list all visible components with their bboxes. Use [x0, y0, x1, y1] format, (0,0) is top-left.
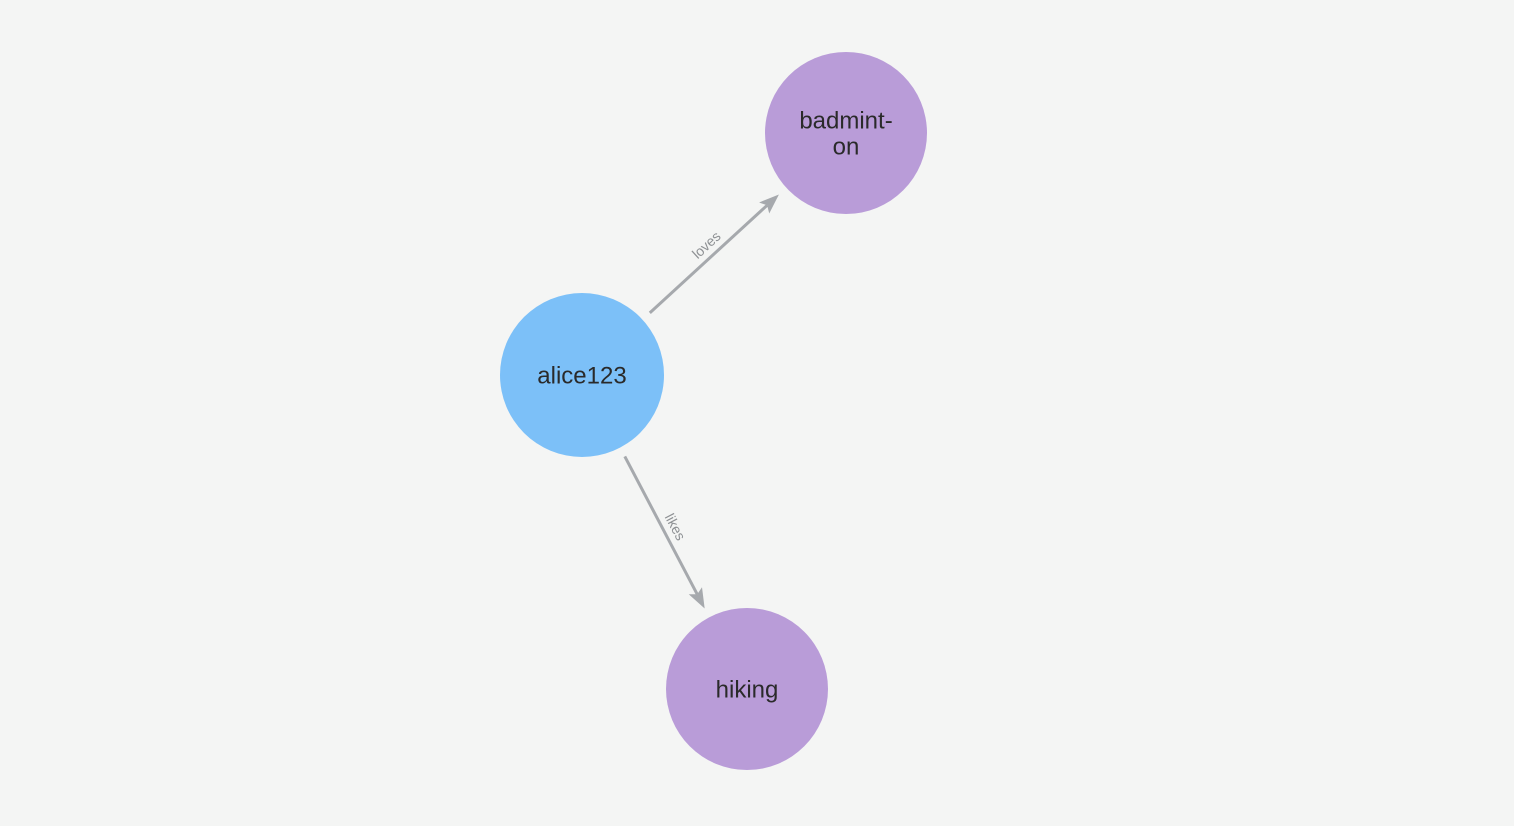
edge-line[interactable]: [648, 204, 769, 314]
edge-label[interactable]: loves: [689, 228, 724, 262]
node-circle[interactable]: [666, 608, 828, 770]
edge-line[interactable]: [623, 455, 699, 595]
graph-edge-loves[interactable]: loves: [648, 194, 779, 314]
graph-node-badminton[interactable]: badmint-on: [765, 52, 927, 214]
arrowhead-icon: [688, 587, 705, 609]
graph-node-hiking[interactable]: hiking: [666, 608, 828, 770]
node-circle[interactable]: [765, 52, 927, 214]
graph-node-alice123[interactable]: alice123: [500, 293, 664, 457]
edge-label[interactable]: likes: [662, 511, 689, 543]
graph-edge-likes[interactable]: likes: [623, 455, 705, 609]
node-label: alice123: [537, 362, 626, 389]
node-label: badmint-on: [799, 107, 892, 160]
arrowhead-icon: [759, 194, 779, 214]
node-circle[interactable]: [500, 293, 664, 457]
node-label: hiking: [716, 676, 779, 703]
